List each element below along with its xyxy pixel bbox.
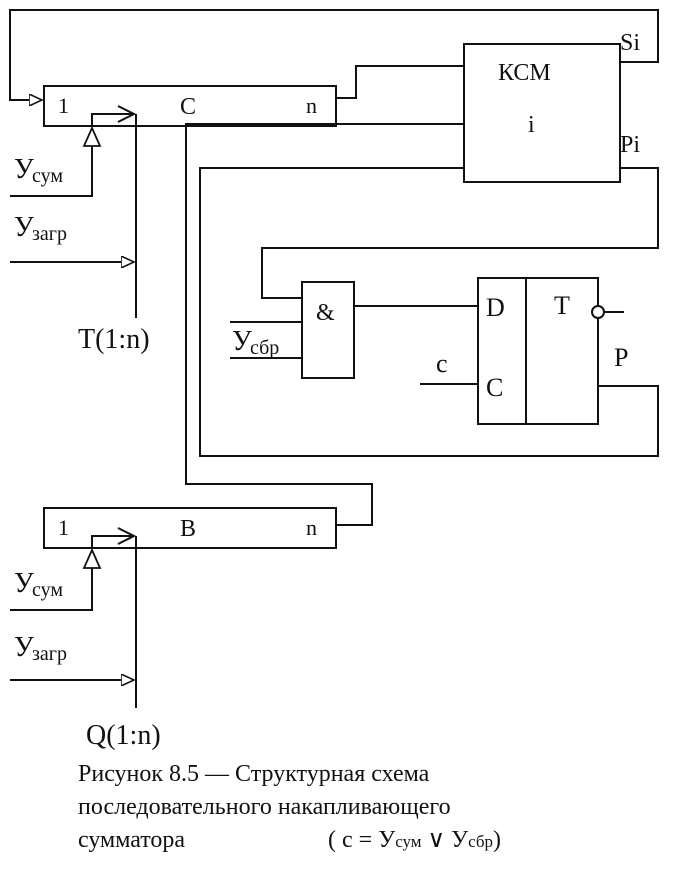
register-c-bit-last: n xyxy=(306,93,317,118)
ysum-c-sub: сум xyxy=(32,165,63,187)
trigger-d-label: D xyxy=(486,293,505,322)
register-c-shift-arrow xyxy=(91,113,132,126)
register-b-bit-last: n xyxy=(306,515,317,540)
yload-b-main: У xyxy=(14,632,34,663)
wire-si-feedback xyxy=(9,9,659,100)
ysum-b-main: У xyxy=(14,568,34,599)
register-c-name: C xyxy=(180,94,196,120)
yload-c-sub: загр xyxy=(32,223,67,245)
adder-carry-label: Pi xyxy=(620,132,640,158)
formula-y1: У xyxy=(378,827,396,853)
q-bus-label: Q(1:n) xyxy=(86,720,161,751)
yreset-sub: сбр xyxy=(250,337,279,359)
formula-sub2: сбр xyxy=(468,832,494,851)
formula-y2: У xyxy=(451,827,469,853)
trigger-c-label: C xyxy=(486,373,503,402)
wire-b-to-adder xyxy=(185,123,464,526)
register-b-shift-arrowhead xyxy=(117,527,137,545)
register-c-bit-first: 1 xyxy=(58,93,69,118)
register-c-sum-arrowhead xyxy=(82,125,102,147)
yload-b-sub: загр xyxy=(32,643,67,665)
caption-formula: ( c = Усум ∨ Усбр) xyxy=(328,824,501,858)
adder-sum-label: Si xyxy=(620,30,640,56)
register-b-bit-first: 1 xyxy=(58,515,69,540)
register-b-shift-arrow xyxy=(91,535,132,548)
trigger-p-label: P xyxy=(614,343,628,372)
wire-carry-to-and xyxy=(261,167,659,299)
caption-line-1: Рисунок 8.5 — Структурная схема xyxy=(78,761,430,787)
and-gate-symbol: & xyxy=(316,300,335,326)
yload-c-main: У xyxy=(14,212,34,243)
wire-c-to-adder xyxy=(336,65,464,99)
register-c-shift-arrowhead xyxy=(117,105,137,123)
register-b-sum-arrowhead xyxy=(82,547,102,569)
trigger-t xyxy=(477,277,599,425)
caption-line-3: сумматора xyxy=(78,827,186,853)
adder-ksm xyxy=(463,43,621,183)
caption-line-2: последовательного накапливающего xyxy=(78,794,451,820)
trigger-name: T xyxy=(554,291,570,320)
t-bus-label: T(1:n) xyxy=(78,324,150,355)
figure-caption: Рисунок 8.5 — Структурная схема последов… xyxy=(78,758,658,857)
formula-or: ∨ xyxy=(421,827,452,853)
formula-close: ) xyxy=(493,827,502,853)
ysum-b-sub: сум xyxy=(32,579,63,601)
clock-label: с xyxy=(436,349,448,378)
and-gate xyxy=(301,281,355,379)
wire-p-to-adder xyxy=(199,167,659,457)
yreset-main: У xyxy=(232,326,252,357)
wire-ysum-b xyxy=(10,550,93,611)
register-b-name: B xyxy=(180,516,196,542)
trigger-inverted-output xyxy=(591,305,605,319)
ysum-c-main: У xyxy=(14,154,34,185)
adder-index: i xyxy=(528,112,535,138)
adder-name: КСМ xyxy=(498,60,551,86)
formula-open: ( c = xyxy=(328,827,379,853)
formula-sub1: сум xyxy=(395,832,422,851)
wire-ysum-c xyxy=(10,128,93,197)
